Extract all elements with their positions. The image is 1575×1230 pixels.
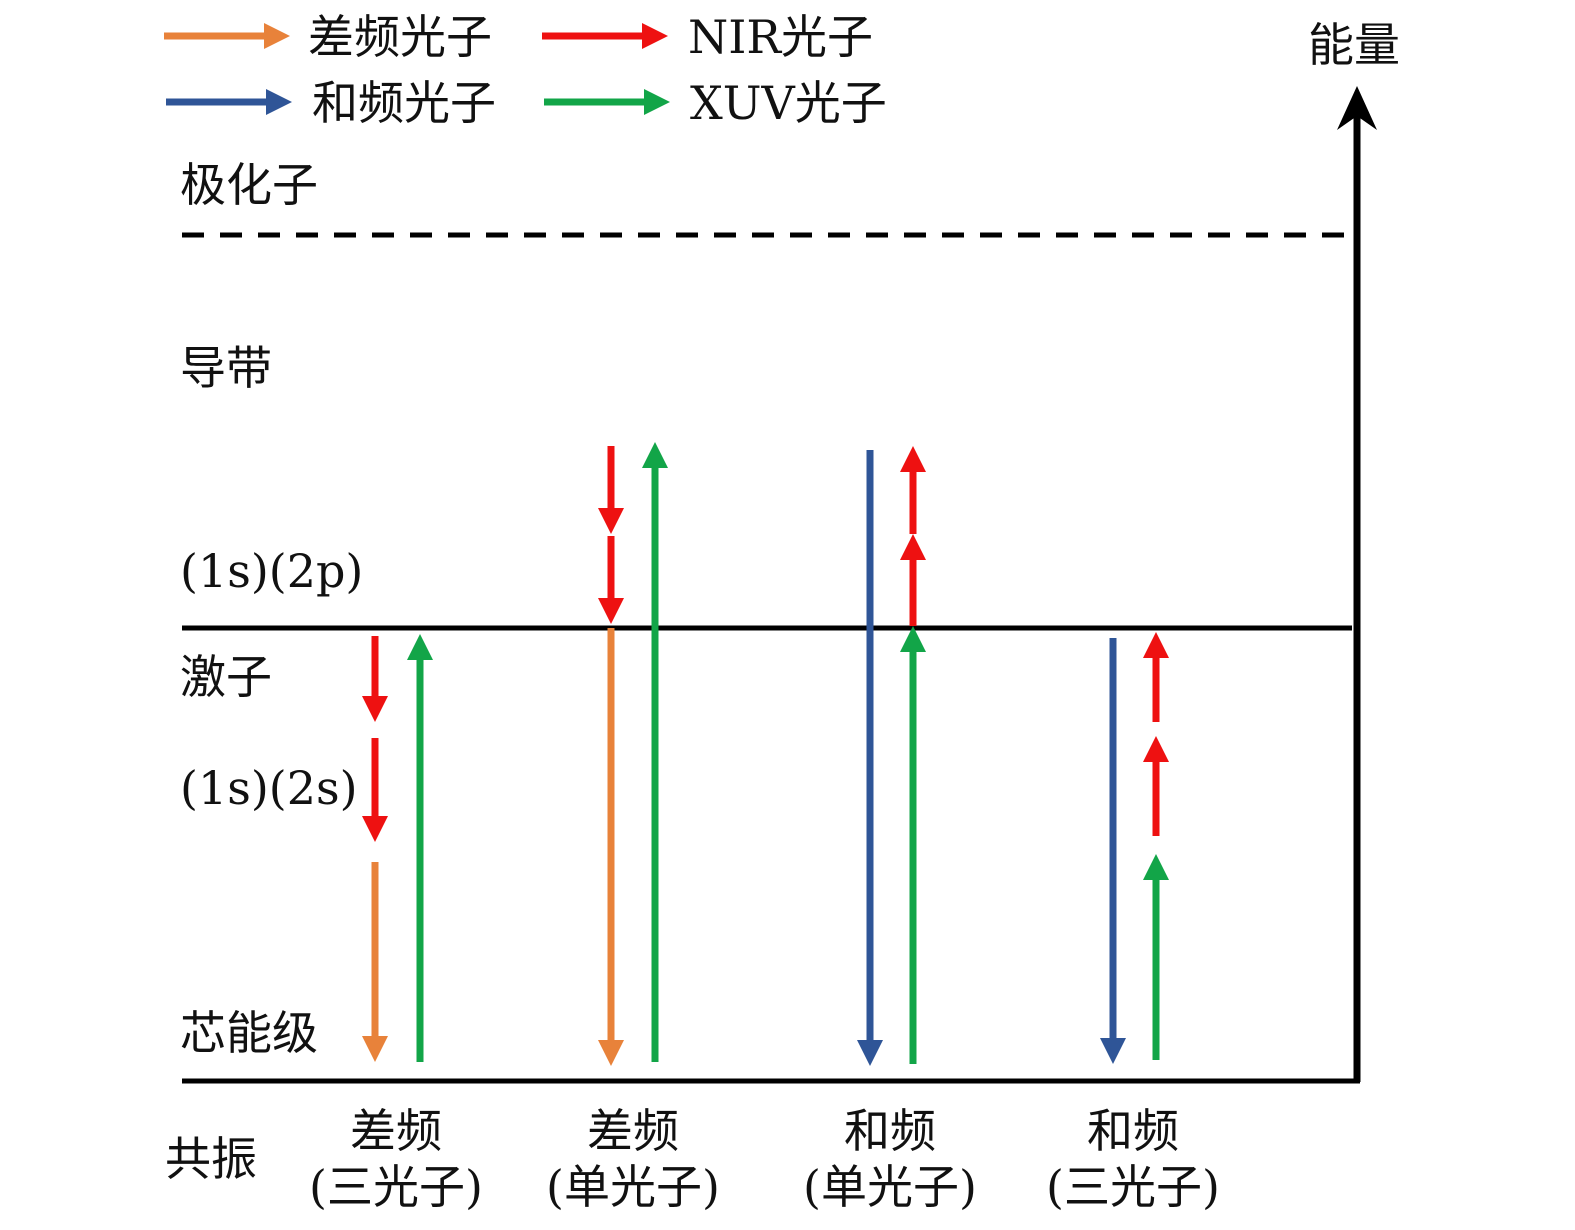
resonance-col4-line1: 和频 <box>1087 1104 1179 1158</box>
col4-sfg-down <box>1100 638 1126 1064</box>
energy-axis-arrowhead <box>1337 86 1377 130</box>
legend-arrow-nir-photon <box>542 23 668 49</box>
col3-sfg-down <box>857 450 883 1066</box>
col4-nir-up-2 <box>1143 736 1169 836</box>
level-label-exciton: 激子 <box>180 650 272 704</box>
legend-arrow-sfg-photon <box>166 89 292 115</box>
col2-xuv-up <box>642 442 668 1062</box>
legend-label-sfg-photon: 和频光子 <box>312 76 496 130</box>
resonance-col3-line1: 和频 <box>844 1104 936 1158</box>
resonance-col4-line2: (三光子) <box>1046 1160 1220 1214</box>
level-label-polariton: 极化子 <box>180 158 318 212</box>
col1-xuv-up <box>407 634 433 1062</box>
col3-xuv-up <box>900 626 926 1064</box>
level-label-state-2p: (1s)(2p) <box>180 544 364 598</box>
resonance-col2-line1: 差频 <box>587 1104 679 1158</box>
col3-nir-up-1 <box>900 446 926 534</box>
legend-label-nir-photon: NIR光子 <box>688 10 874 64</box>
level-label-conduction-band: 导带 <box>180 341 272 395</box>
resonance-col1-line1: 差频 <box>350 1104 442 1158</box>
col4-xuv-up <box>1143 854 1169 1060</box>
transition-arrows <box>362 442 1169 1066</box>
level-label-state-2s: (1s)(2s) <box>180 761 358 815</box>
resonance-title: 共振 <box>165 1132 257 1186</box>
col1-dfg-down <box>362 862 388 1062</box>
level-label-core-level: 芯能级 <box>180 1006 318 1060</box>
resonance-col2-line2: (单光子) <box>546 1160 720 1214</box>
col2-dfg-down <box>598 628 624 1066</box>
legend-label-dfg-photon: 差频光子 <box>308 10 492 64</box>
resonance-col3-line2: (单光子) <box>803 1160 977 1214</box>
col1-nir-down-1 <box>362 636 388 722</box>
col2-nir-down-1 <box>598 446 624 534</box>
legend-label-xuv-photon: XUV光子 <box>690 76 887 130</box>
col1-nir-down-2 <box>362 738 388 842</box>
legend-arrow-xuv-photon <box>544 89 670 115</box>
energy-axis-label: 能量 <box>1308 18 1400 72</box>
col3-nir-up-2 <box>900 534 926 626</box>
col2-nir-down-2 <box>598 536 624 624</box>
col4-nir-up-1 <box>1143 632 1169 722</box>
resonance-col1-line2: (三光子) <box>309 1160 483 1214</box>
legend-arrow-dfg-photon <box>164 23 290 49</box>
legend-arrows <box>164 23 670 115</box>
